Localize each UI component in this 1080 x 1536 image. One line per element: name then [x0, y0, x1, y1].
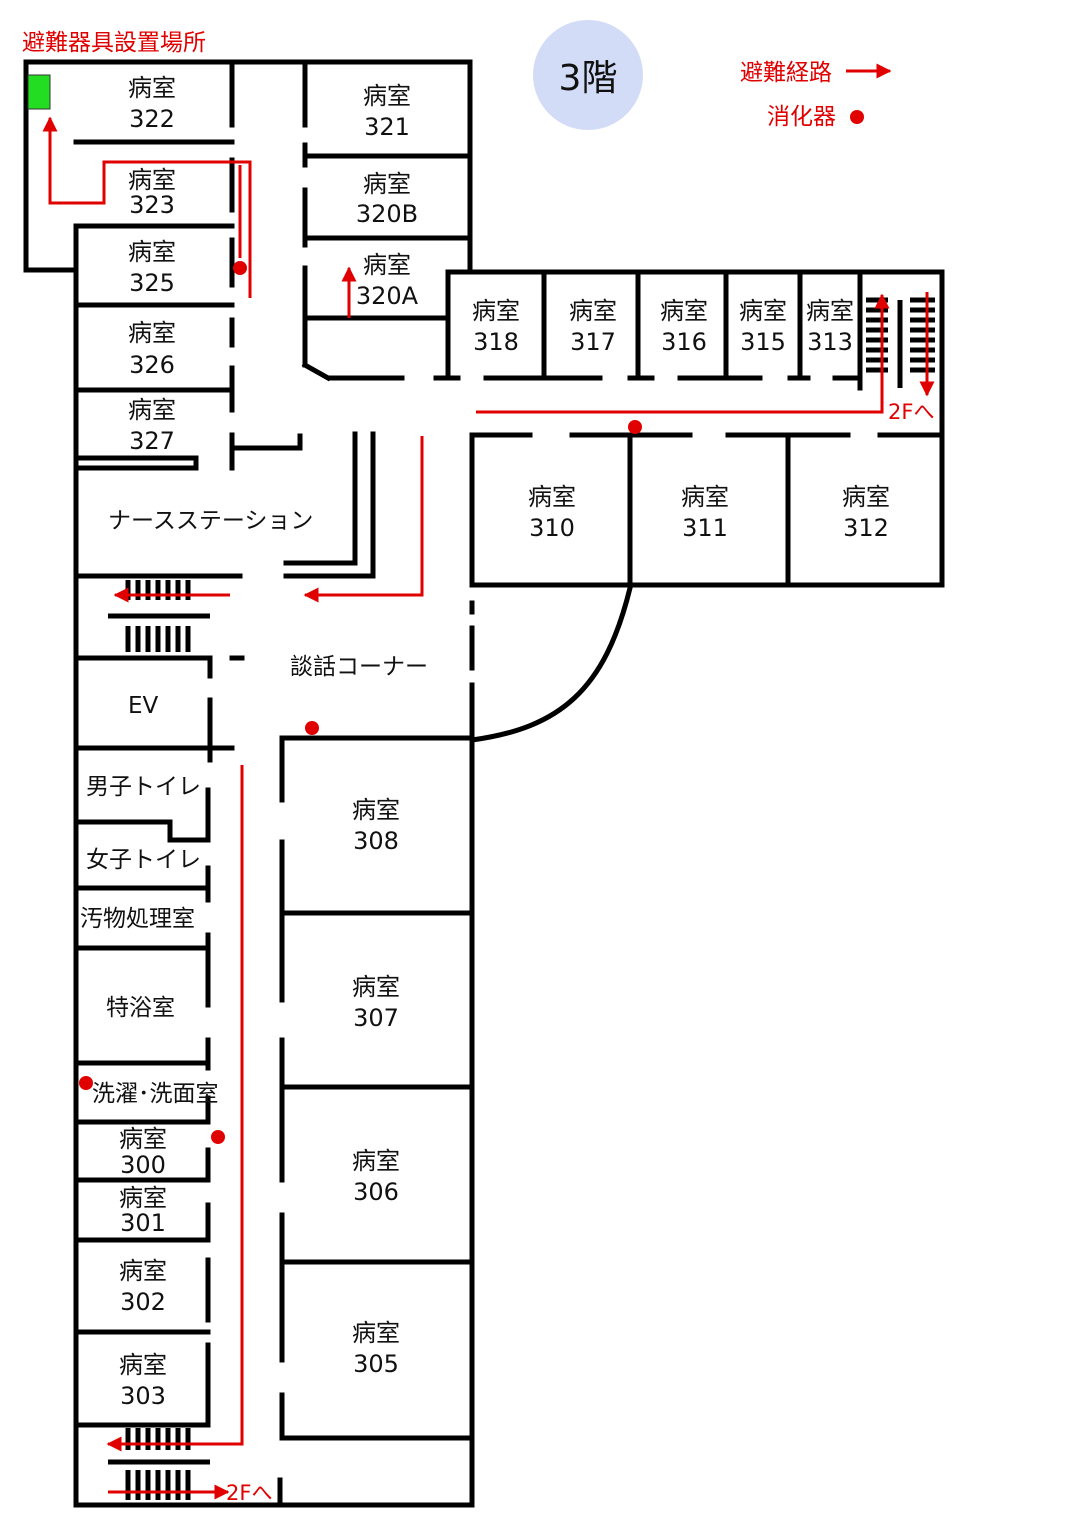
room-313-number: 313	[807, 328, 853, 356]
room-311-number: 311	[682, 514, 728, 542]
legend-extinguisher-label: 消化器	[767, 104, 836, 130]
room-310-number: 310	[529, 514, 575, 542]
room-306-type: 病室	[352, 1147, 400, 1175]
room-318-type: 病室	[472, 297, 520, 325]
stairs-left-upper	[108, 580, 210, 652]
room-317-number: 317	[570, 328, 616, 356]
room-320b-type: 病室	[363, 170, 411, 198]
extinguisher-icon	[233, 261, 247, 275]
room-300-number: 300	[120, 1151, 166, 1179]
stairs-east	[866, 297, 935, 388]
room-325-type: 病室	[128, 238, 176, 266]
soiled-utility-room-label: 汚物処理室	[80, 906, 195, 932]
room-326-type: 病室	[128, 319, 176, 347]
evacuation-routes	[42, 116, 935, 1500]
extinguisher-icon	[211, 1130, 225, 1144]
room-labels: 病室 322 病室 323 病室 325 病室 326 病室 327 病室 32…	[119, 74, 890, 1410]
room-320a-type: 病室	[363, 251, 411, 279]
walls	[23, 59, 945, 1508]
womens-toilet-label: 女子トイレ	[86, 847, 201, 873]
room-312-number: 312	[843, 514, 889, 542]
room-312-type: 病室	[842, 483, 890, 511]
room-302-type: 病室	[119, 1257, 167, 1285]
stairs-left-lower	[108, 1428, 210, 1500]
room-301-type: 病室	[119, 1184, 167, 1212]
room-326-number: 326	[129, 351, 175, 379]
floor-badge	[533, 20, 643, 130]
room-307-number: 307	[353, 1004, 399, 1032]
room-305-type: 病室	[352, 1319, 400, 1347]
laundry-room-label: 洗濯･洗面室	[92, 1081, 219, 1107]
room-321-type: 病室	[363, 82, 411, 110]
room-301-number: 301	[120, 1209, 166, 1237]
room-302-number: 302	[120, 1288, 166, 1316]
elevator-label: EV	[128, 693, 159, 719]
room-327-type: 病室	[128, 396, 176, 424]
area-labels: ナースステーション 談話コーナー EV 男子トイレ 女子トイレ 汚物処理室 特浴…	[80, 508, 428, 1107]
room-303-type: 病室	[119, 1351, 167, 1379]
room-311-type: 病室	[681, 483, 729, 511]
extinguishers	[79, 261, 642, 1144]
room-307-type: 病室	[352, 973, 400, 1001]
room-322-type: 病室	[128, 74, 176, 102]
room-316-number: 316	[661, 328, 707, 356]
room-315-type: 病室	[739, 297, 787, 325]
room-316-type: 病室	[660, 297, 708, 325]
legend-extinguisher-icon	[850, 110, 864, 124]
room-317-type: 病室	[569, 297, 617, 325]
room-323-type: 病室	[128, 166, 176, 194]
room-323-number: 323	[129, 191, 175, 219]
extinguisher-icon	[628, 420, 642, 434]
to-2f-label-south: 2Fへ	[226, 1481, 272, 1505]
room-320a-number: 320A	[356, 282, 419, 310]
room-308-type: 病室	[352, 796, 400, 824]
room-315-number: 315	[740, 328, 786, 356]
room-320b-number: 320B	[356, 200, 418, 228]
extinguisher-icon	[305, 721, 319, 735]
lounge-label: 談話コーナー	[290, 654, 428, 680]
special-bath-label: 特浴室	[106, 995, 175, 1021]
equipment-location-label: 避難器具設置場所	[22, 30, 206, 56]
legend-route-label: 避難経路	[740, 60, 832, 86]
room-300-type: 病室	[119, 1125, 167, 1153]
room-321-number: 321	[364, 113, 410, 141]
room-325-number: 325	[129, 269, 175, 297]
room-305-number: 305	[353, 1350, 399, 1378]
room-308-number: 308	[353, 827, 399, 855]
floor-label: 3階	[559, 58, 618, 99]
to-2f-label-east: 2Fへ	[888, 400, 934, 424]
evacuation-equipment-box	[27, 74, 51, 110]
room-303-number: 303	[120, 1382, 166, 1410]
nurse-station-label: ナースステーション	[108, 508, 313, 534]
room-327-number: 327	[129, 427, 175, 455]
room-322-number: 322	[129, 105, 175, 133]
extinguisher-icon	[79, 1076, 93, 1090]
room-310-type: 病室	[528, 483, 576, 511]
room-306-number: 306	[353, 1178, 399, 1206]
mens-toilet-label: 男子トイレ	[86, 774, 201, 800]
room-318-number: 318	[473, 328, 519, 356]
room-313-type: 病室	[806, 297, 854, 325]
